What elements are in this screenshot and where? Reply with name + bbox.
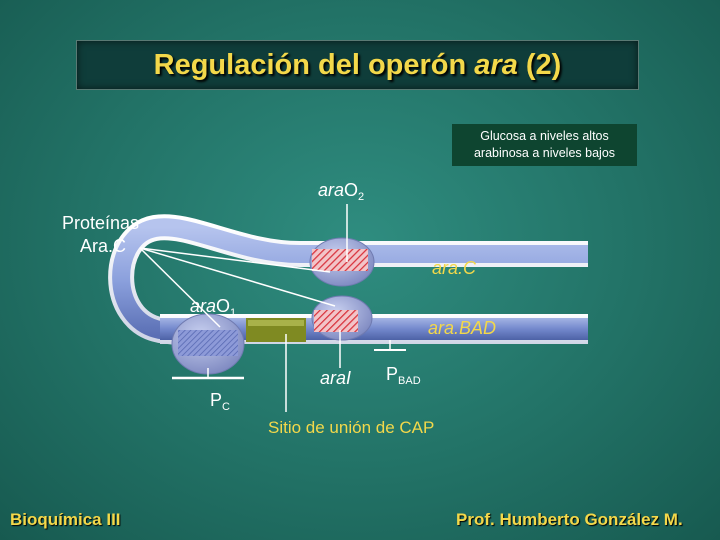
arai-hatched-site: [314, 310, 358, 332]
label-arao1: araO1: [190, 296, 236, 319]
label-pbad: PBAD: [386, 364, 421, 387]
label-proteinas: Proteínas: [62, 213, 139, 234]
arao1-hatched-site: [178, 330, 238, 356]
footer-author: Prof. Humberto González M.: [456, 510, 683, 530]
arao2-hatched-site: [312, 249, 368, 271]
label-arac-protein: Ara.C: [80, 236, 126, 257]
cap-site-highlight: [248, 320, 304, 326]
label-cap-site: Sitio de unión de CAP: [268, 418, 434, 438]
label-pc: PC: [210, 390, 230, 413]
footer-course: Bioquímica III: [10, 510, 121, 530]
label-arai: araI: [320, 368, 351, 389]
label-arac-gene: ara.C: [432, 258, 476, 279]
label-arao2: araO2: [318, 180, 364, 203]
label-arabad: ara.BAD: [428, 318, 496, 339]
